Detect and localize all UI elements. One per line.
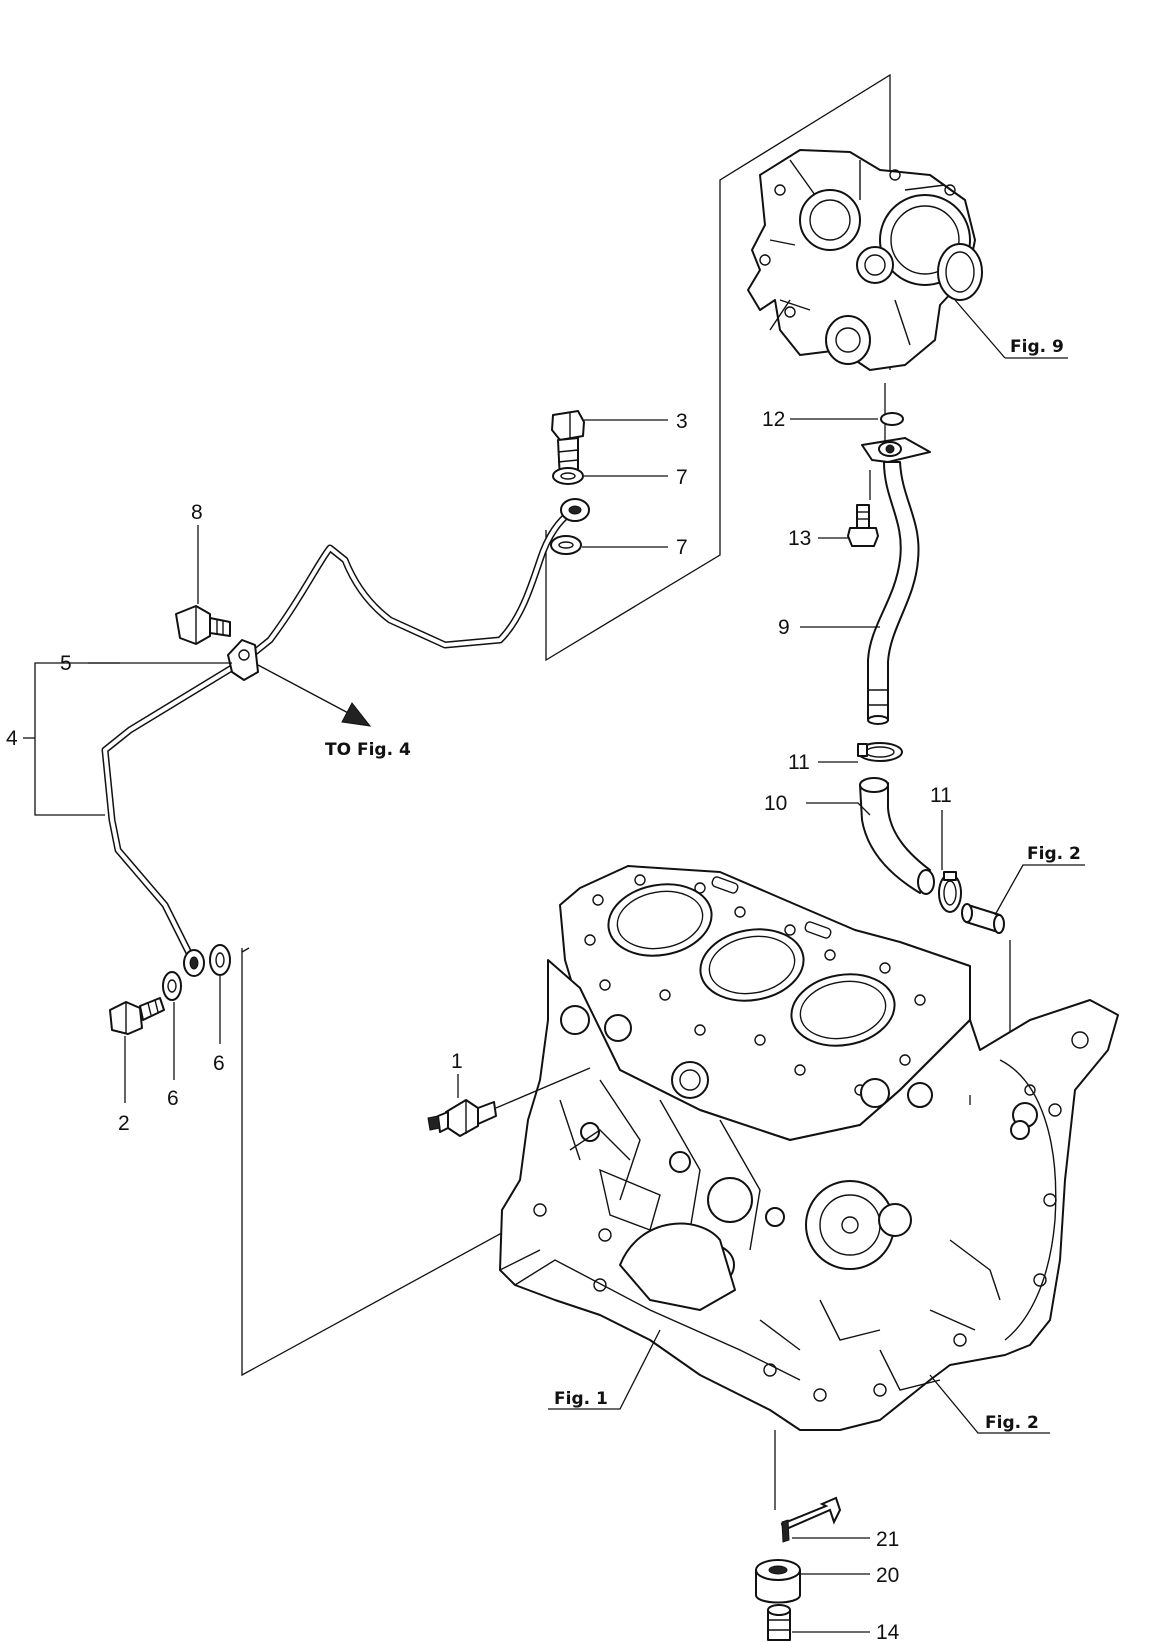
fig2-bottom-reference: Fig. 2	[985, 1413, 1039, 1433]
callout-14: 14	[876, 1621, 900, 1642]
cylinder-block	[499, 865, 1119, 1431]
callout-13: 13	[788, 527, 811, 550]
callout-8: 8	[191, 501, 203, 524]
part-11-clamp-lower	[938, 871, 962, 913]
part-12-gasket	[880, 412, 904, 426]
part-4-oil-pipe	[101, 498, 590, 977]
callout-20: 20	[876, 1564, 899, 1587]
part-1-oil-pressure-switch	[427, 1067, 591, 1137]
fig2-nipple-fitting	[961, 903, 1005, 934]
callout-4: 4	[6, 727, 18, 750]
callout-12: 12	[762, 408, 785, 431]
part-10-hose	[859, 777, 935, 895]
part-5-clip	[227, 639, 259, 681]
part-20-guide	[755, 1559, 801, 1604]
part-14-plug	[767, 1604, 791, 1641]
callout-6-left: 6	[167, 1087, 179, 1110]
callout-9: 9	[778, 616, 790, 639]
fig1-reference: Fig. 1	[554, 1389, 608, 1409]
part-2-banjo-bolt	[109, 997, 165, 1035]
callout-11-upper: 11	[788, 751, 810, 774]
part-13-bolt	[847, 470, 879, 547]
callout-21: 21	[876, 1528, 899, 1551]
part-6-washer-left	[162, 971, 182, 1001]
callout-2: 2	[118, 1112, 130, 1135]
callout-7-upper: 7	[676, 466, 688, 489]
callout-3: 3	[676, 410, 688, 433]
callout-10: 10	[764, 792, 787, 815]
part-21-dipstick	[780, 1496, 842, 1543]
part-7-washer-lower	[550, 535, 582, 555]
part-6-washer-right	[209, 944, 231, 976]
callout-11-lower: 11	[930, 784, 952, 807]
part-11-clamp-upper	[857, 742, 903, 762]
fig2-top-reference: Fig. 2	[1027, 844, 1081, 864]
part-7-washer-upper	[552, 467, 584, 485]
callout-6-right: 6	[213, 1052, 225, 1075]
part-8-bolt	[175, 605, 231, 645]
turbocharger	[747, 149, 983, 371]
fig9-reference: Fig. 9	[1010, 337, 1064, 357]
callout-1: 1	[451, 1050, 463, 1073]
to-fig4-arrow	[257, 664, 372, 727]
to-fig4-reference: TO Fig. 4	[325, 740, 411, 760]
callout-7-lower: 7	[676, 536, 688, 559]
part-9-oil-return-pipe	[861, 437, 931, 725]
